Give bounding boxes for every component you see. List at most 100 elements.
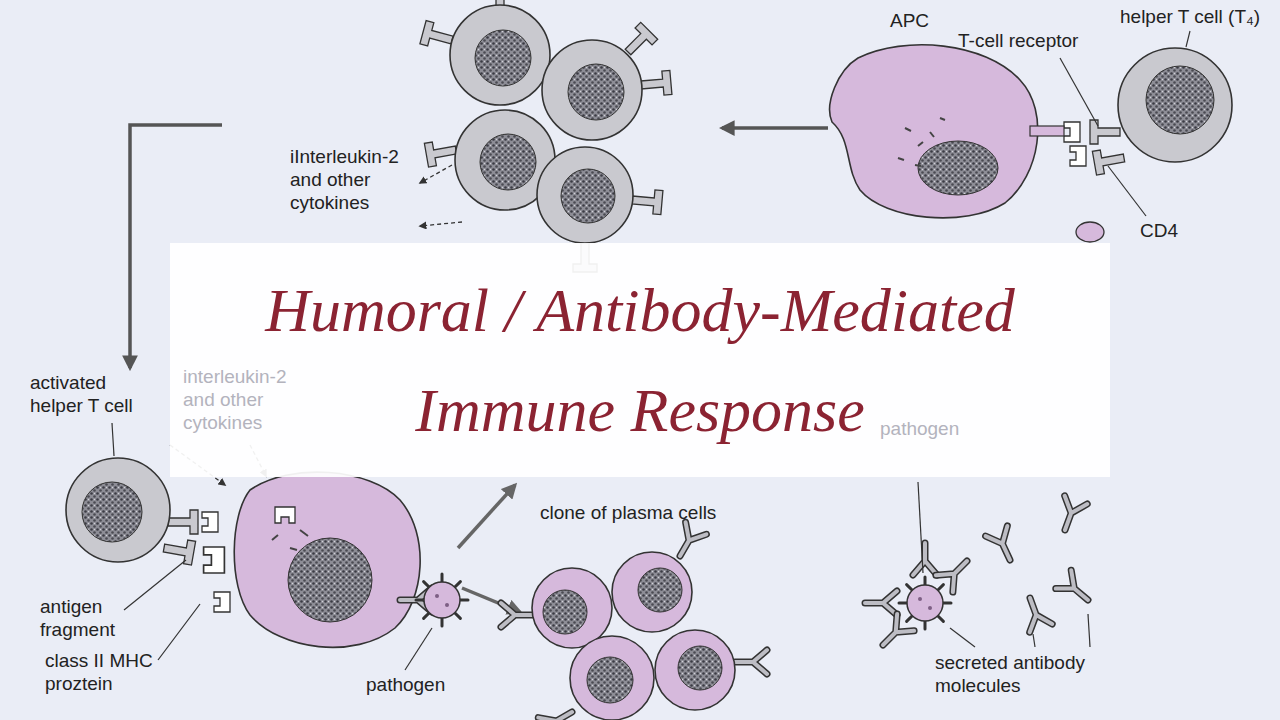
antibody-group bbox=[1056, 570, 1096, 609]
b-cell bbox=[204, 547, 225, 573]
plasma-cell-clone bbox=[612, 552, 692, 632]
cell-node: helper T cell (T₄) bbox=[1100, 2, 1272, 170]
plasma-cell-clone bbox=[655, 630, 735, 710]
plasma-cell-clone bbox=[735, 650, 767, 674]
cell-node: activated helper T cell bbox=[25, 368, 175, 568]
t-cell-clone bbox=[480, 134, 536, 190]
b-cell bbox=[234, 472, 420, 647]
plasma-cell-clone bbox=[678, 646, 722, 690]
flow-arrow bbox=[722, 126, 828, 130]
t-cell-clone bbox=[568, 64, 624, 120]
helper-t-cell bbox=[1118, 48, 1232, 162]
t-cell-clone bbox=[424, 138, 458, 167]
leader-line bbox=[918, 482, 923, 573]
b-cell bbox=[202, 512, 218, 532]
antibody-group bbox=[936, 553, 976, 593]
antibody-group bbox=[913, 543, 937, 575]
b-cell bbox=[416, 574, 468, 626]
b-cell bbox=[275, 507, 295, 523]
leader-line bbox=[112, 31, 1190, 670]
helper-t-cell bbox=[1092, 146, 1126, 175]
t-cell-clone bbox=[450, 5, 550, 105]
antibody-group bbox=[875, 614, 915, 654]
b-cell bbox=[202, 472, 468, 647]
leader-line bbox=[124, 560, 186, 610]
plasma-cell-clone bbox=[501, 603, 533, 627]
activated-helper-t-cell bbox=[82, 482, 142, 542]
part-label: class II MHC proztein bbox=[45, 650, 175, 696]
helper-t-cell bbox=[1090, 120, 1120, 144]
antibody-group bbox=[865, 496, 1096, 654]
part-label: T-cell receptor bbox=[958, 30, 1078, 53]
t-cell-clone bbox=[640, 70, 672, 97]
leader-line bbox=[1060, 58, 1098, 126]
plasma-cell-clone bbox=[638, 568, 682, 612]
title-banner bbox=[170, 243, 1110, 477]
t-cell-clone bbox=[420, 165, 452, 183]
helper-t-cell bbox=[1064, 122, 1080, 142]
apc-cell bbox=[898, 118, 945, 166]
cell-label: activated helper T cell bbox=[30, 372, 152, 418]
leader-line bbox=[1033, 634, 1035, 647]
plasma-cell-clone bbox=[587, 657, 633, 703]
antibody-group bbox=[1054, 496, 1087, 534]
title-banner: Humoral / Antibody-Mediated Immune Respo… bbox=[170, 243, 1110, 477]
t-cell-clone bbox=[420, 21, 455, 52]
antibody-group bbox=[899, 577, 951, 629]
activated-helper-t-cell bbox=[168, 510, 198, 534]
plasma-cell-clone bbox=[501, 522, 767, 720]
cell-label: iInterleukin-2 and other cytokines bbox=[290, 146, 424, 214]
leader-line bbox=[1088, 614, 1090, 647]
helper-t-cell bbox=[1146, 66, 1214, 134]
leader-line bbox=[1186, 31, 1190, 47]
plasma-cell-clone bbox=[538, 702, 578, 720]
t-cell-clone bbox=[420, 0, 672, 272]
part-label: pathogen bbox=[880, 418, 959, 441]
plasma-cell-clone bbox=[532, 568, 612, 648]
cell-node: iInterleukin-2 and other cytokines bbox=[222, 0, 722, 242]
plasma-cell-clone bbox=[670, 522, 707, 562]
apc-cell bbox=[918, 141, 998, 195]
part-label: CD4 bbox=[1140, 220, 1178, 243]
b-cell bbox=[214, 592, 230, 612]
plasma-cell-clone bbox=[570, 636, 654, 720]
apc-cell bbox=[1076, 222, 1104, 242]
t-cell-clone bbox=[420, 222, 462, 226]
plasma-cell-clone bbox=[543, 590, 587, 634]
helper-t-cell bbox=[1070, 146, 1086, 166]
t-cell-clone bbox=[542, 40, 642, 140]
t-cell-clone bbox=[631, 188, 663, 215]
cell-node: clone of plasma cells bbox=[535, 498, 720, 532]
activated-helper-t-cell bbox=[162, 536, 196, 565]
cell-label: helper T cell (T₄) bbox=[1120, 6, 1260, 29]
antibody-group bbox=[1019, 594, 1052, 632]
leader-line bbox=[112, 423, 114, 456]
helper-t-cell bbox=[1030, 48, 1232, 175]
part-label: pathogen bbox=[366, 674, 445, 697]
leader-line bbox=[405, 628, 432, 670]
antibody-group bbox=[986, 526, 1021, 565]
part-label: antigen fragment bbox=[40, 596, 140, 642]
apc-cell bbox=[830, 45, 1038, 218]
t-cell-clone bbox=[537, 147, 633, 243]
leader-line bbox=[1108, 166, 1146, 216]
leader-line bbox=[950, 628, 975, 647]
plasma-arrows bbox=[458, 485, 515, 548]
cell-label: secreted antibody molecules bbox=[935, 652, 1115, 698]
flow-arrow bbox=[130, 125, 222, 368]
cell-label: clone of plasma cells bbox=[540, 502, 716, 525]
activated-helper-t-cell bbox=[66, 458, 170, 562]
antibody-group bbox=[865, 591, 897, 615]
helper-t-cell bbox=[1030, 126, 1064, 136]
part-label: interleukin-2 and other cytokines bbox=[183, 366, 311, 434]
t-cell-clone bbox=[561, 169, 615, 223]
plasma-arrows bbox=[458, 485, 520, 612]
cell-node: secreted antibody molecules bbox=[930, 650, 1120, 710]
b-cell bbox=[272, 530, 308, 550]
apc-cell bbox=[830, 45, 1104, 242]
t-cell-clone bbox=[475, 30, 531, 86]
